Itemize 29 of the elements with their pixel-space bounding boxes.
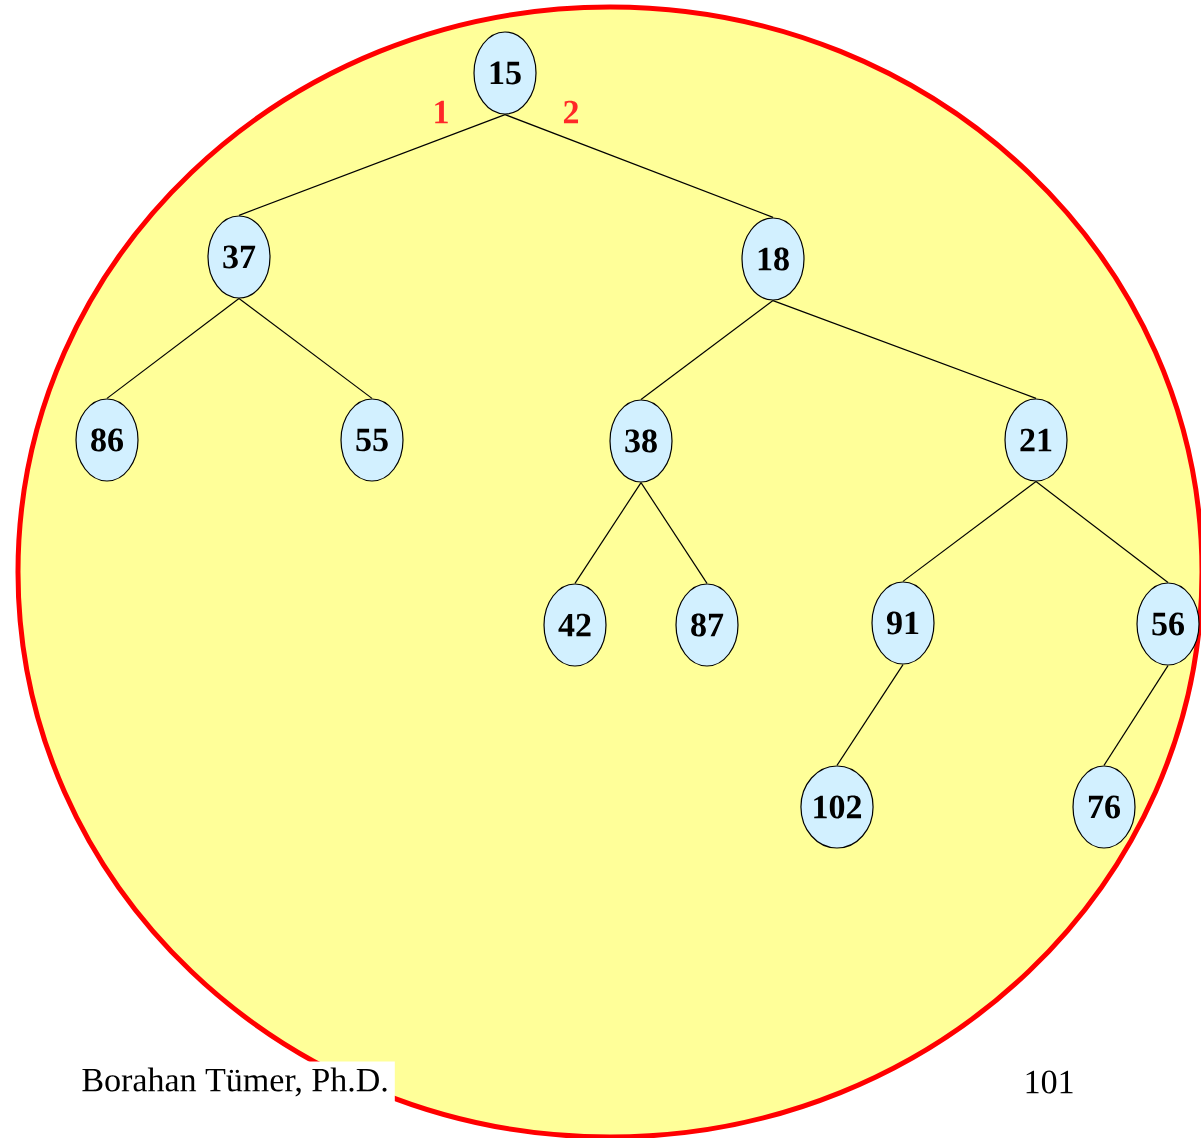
tree-node: 37 bbox=[207, 215, 271, 299]
tree-edge bbox=[1035, 481, 1169, 583]
tree-edge bbox=[574, 482, 642, 584]
tree-node: 18 bbox=[741, 217, 805, 301]
tree-node: 86 bbox=[75, 398, 139, 482]
tree-edge bbox=[902, 481, 1037, 582]
tree-node: 42 bbox=[543, 583, 607, 667]
tree-node: 91 bbox=[871, 581, 935, 665]
tree-edge bbox=[640, 482, 708, 584]
tree-edge bbox=[106, 298, 240, 399]
tree-node: 38 bbox=[609, 399, 673, 483]
footer-text: Borahan Tümer, Ph.D. bbox=[75, 1061, 395, 1103]
tree-node: 55 bbox=[340, 398, 404, 482]
tree-edge bbox=[640, 300, 774, 400]
tree-node: 76 bbox=[1072, 765, 1136, 849]
tree-node: 56 bbox=[1136, 582, 1200, 666]
tree-edge bbox=[772, 300, 1037, 399]
tree-node: 21 bbox=[1004, 398, 1068, 482]
edge-label: 2 bbox=[563, 100, 579, 124]
edge-label: 1 bbox=[435, 100, 448, 124]
tree-node: 102 bbox=[800, 765, 874, 849]
tree-edge bbox=[238, 114, 506, 216]
tree-edge bbox=[504, 114, 774, 218]
tree-node: 15 bbox=[473, 31, 537, 115]
tree-edge bbox=[238, 298, 373, 399]
tree-node: 87 bbox=[675, 583, 739, 667]
tree-edge bbox=[836, 664, 904, 766]
tree-edge bbox=[1103, 665, 1169, 766]
footer-text: 101 bbox=[1017, 1064, 1081, 1100]
